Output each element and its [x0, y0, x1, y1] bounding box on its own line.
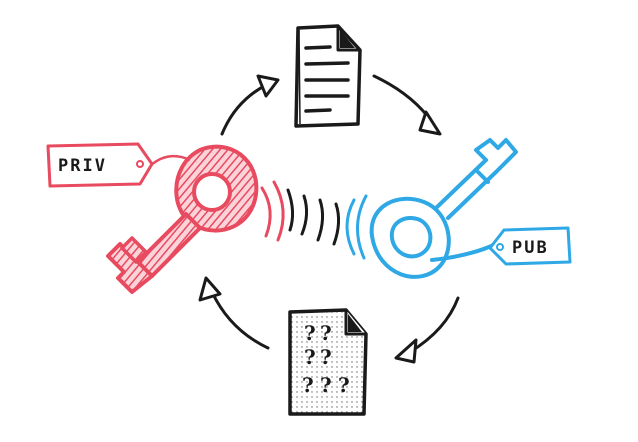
- cipher-glyph-7: ?: [338, 373, 350, 397]
- arrowhead-icon: [418, 110, 442, 136]
- public-key-icon: [369, 138, 518, 279]
- arrowhead-icon: [256, 74, 280, 98]
- signal-waves-icon: [260, 180, 368, 260]
- cipher-glyph-4: ?: [320, 345, 332, 369]
- private-key-icon: [106, 144, 259, 294]
- cipher-glyph-6: ?: [320, 373, 332, 397]
- cycle-arrows: [198, 74, 460, 364]
- cipher-glyph-3: ?: [304, 345, 316, 369]
- curved-arrow-icon: [220, 82, 270, 136]
- public-tag-label: PUB: [512, 238, 549, 258]
- plaintext-document-icon: [294, 24, 362, 128]
- private-tag-label: PRIV: [58, 156, 107, 176]
- arrowhead-icon: [394, 338, 418, 364]
- curved-arrow-icon: [408, 296, 460, 354]
- curved-arrow-icon: [372, 74, 434, 124]
- arrowhead-icon: [198, 276, 222, 302]
- cipher-glyph-1: ?: [304, 321, 316, 345]
- private-key-tag: PRIV: [46, 142, 154, 188]
- curved-arrow-icon: [210, 290, 270, 350]
- cipher-glyph-2: ?: [320, 321, 332, 345]
- cipher-glyph-5: ?: [302, 373, 314, 397]
- ciphertext-document-icon: ? ? ? ? ? ? ?: [288, 308, 368, 416]
- public-key-tag: PUB: [488, 226, 572, 266]
